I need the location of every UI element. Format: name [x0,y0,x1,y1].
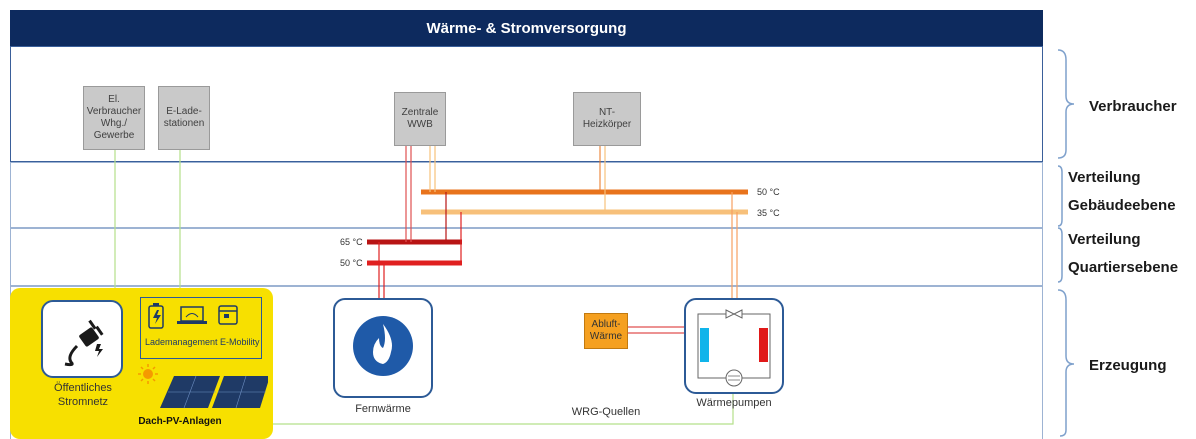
box-el-verbraucher: El. Verbraucher Whg./ Gewerbe [83,86,145,150]
waermepumpe-feed [731,192,738,298]
label-quartiersebene: Verteilung Quartiersebene [1068,231,1179,276]
caption-fernwaerme: Fernwärme [355,403,411,415]
label-verbraucher: Verbraucher [1089,98,1177,115]
caption-waermepumpen: Wärmepumpen [696,397,772,409]
fernwaerme-card [333,298,433,398]
temp-65-district: 65 °C [340,237,363,247]
solar-panel-group [138,364,268,409]
temp-50-building: 50 °C [757,187,780,197]
abluft-waerme-box: Abluft- Wärme [584,313,628,349]
box-zentrale-wwb: Zentrale WWB [394,92,446,146]
calendar-icon [218,305,238,325]
diagram-title: Wärme- & Stromversorgung [10,10,1043,46]
lademanagement-box: Lademanagement E-Mobility [140,297,262,359]
label-erzeugung: Erzeugung [1089,357,1167,374]
sun-icon [138,364,158,384]
fernwaerme-feed [378,242,385,298]
stromnetz-card [41,300,123,378]
waermepumpen-card [684,298,784,394]
caption-pv: Dach-PV-Anlagen [138,416,222,427]
caption-stromnetz: Öffentliches Stromnetz [54,382,112,408]
heat-pump-icon [697,309,771,387]
zone-gebaeudeebene [10,162,1043,228]
laptop-icon [177,306,207,324]
label-lademanagement: Lademanagement E-Mobility [145,337,260,347]
bracket-gebaeude [1057,165,1063,227]
battery-icon [148,303,164,329]
caption-wrg-quellen: WRG-Quellen [571,406,641,418]
plug-icon [64,319,104,367]
label-gebaeudeebene: Verteilung Gebäudeebene [1068,169,1176,214]
bracket-verbraucher [1057,49,1075,159]
flame-icon [353,316,413,376]
zone-verbraucher [10,46,1043,162]
zone-quartiersebene [10,228,1043,286]
wwb-feed-lines [405,146,412,242]
box-nt-heizkoerper: NT- Heizkörper [573,92,641,146]
bracket-erzeugung [1057,289,1075,437]
electricity-lines [114,150,734,425]
abluft-feed [628,326,684,334]
box-e-ladestationen: E-Lade- stationen [158,86,210,150]
temp-50-district: 50 °C [340,258,363,268]
level-brackets [1057,49,1075,437]
temp-35-building: 35 °C [757,208,780,218]
bracket-quartier [1057,227,1063,283]
solar-panel-icon [160,375,268,409]
